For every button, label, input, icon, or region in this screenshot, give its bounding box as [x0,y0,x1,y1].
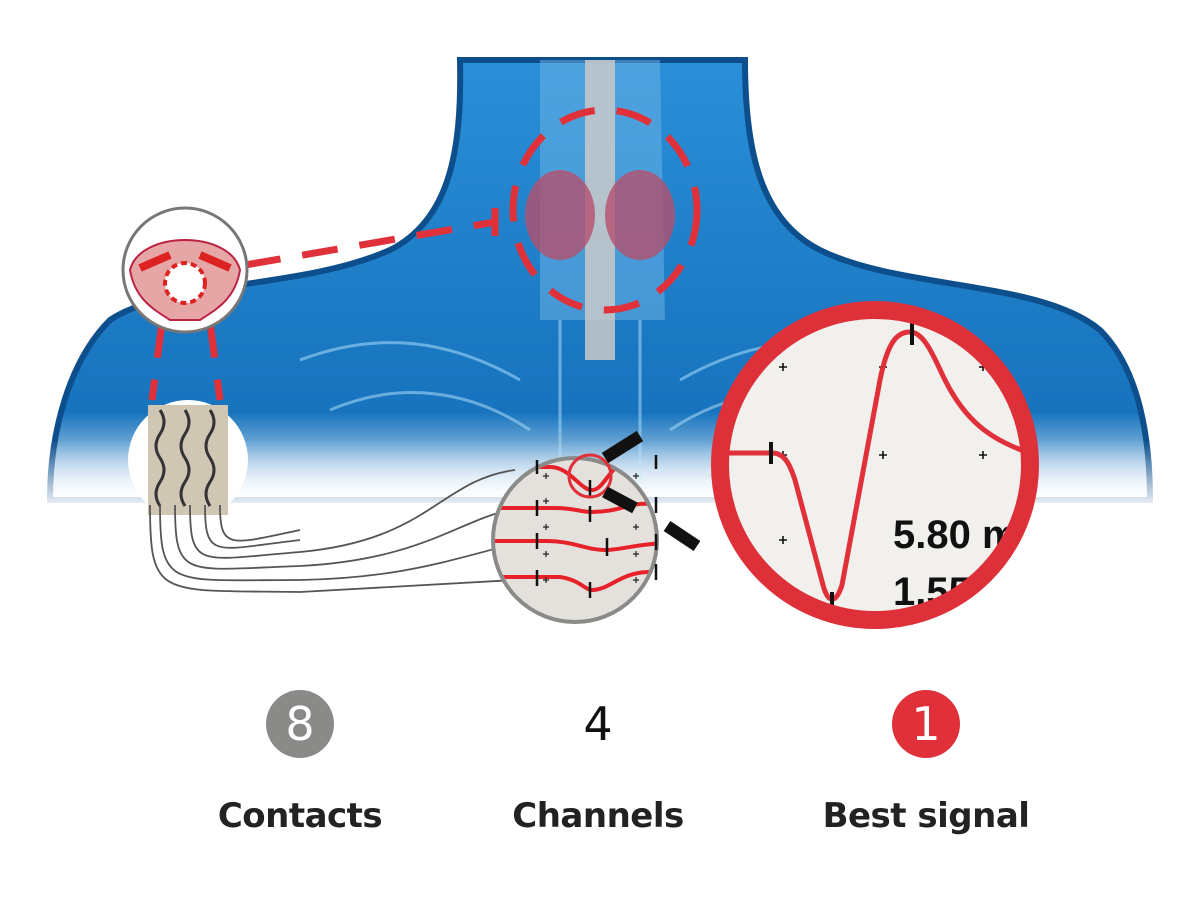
channels-zoom-circle [491,430,701,624]
contacts-label: Contacts [217,796,383,836]
zoom-connector-line [602,486,638,514]
stat-best-signal: 1 Best signal [796,690,1056,836]
best-signal-count-badge: 1 [892,690,960,758]
channels-count: 4 [583,697,613,751]
signal-waveform [728,329,1022,602]
contacts-count-badge: 8 [266,690,334,758]
channels-label: Channels [512,796,684,836]
grid-cross-marks [543,473,639,583]
channel-trace-2 [495,501,655,515]
electrode-surface-icon [128,400,248,520]
zoom-connector-line [601,430,644,464]
channel-trace-4 [495,570,655,593]
electrode-wires [149,469,516,593]
stat-channels: 4 Channels [468,690,728,836]
best-signal-label: Best signal [822,796,1030,836]
channel-trace-3 [495,539,655,553]
throat-cross-section-icon [121,206,249,334]
dashed-callout-lines [148,106,701,401]
stat-contacts: 8 Contacts [170,690,430,836]
zoom-connector-line [663,521,701,551]
best-signal-zoom-circle: 5.80 m 1.55 [711,301,1039,629]
